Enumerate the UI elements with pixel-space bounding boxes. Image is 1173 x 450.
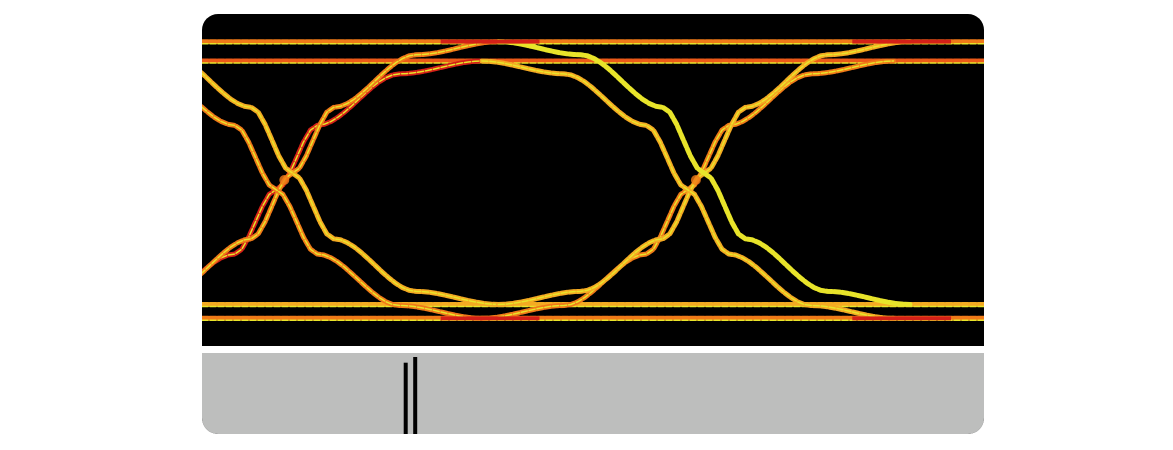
eye-transition-trace xyxy=(202,106,483,320)
panel-separator xyxy=(202,346,984,353)
eye-diagram-display xyxy=(202,14,984,434)
eye-transition-trace xyxy=(202,72,500,306)
eye-transition-trace xyxy=(481,60,895,320)
histogram-bar xyxy=(413,357,418,434)
eye-transition-trace xyxy=(202,39,501,277)
eye-transition-trace xyxy=(497,40,911,306)
eye-transition-trace xyxy=(202,40,500,274)
eye-transition-trace xyxy=(202,60,483,274)
jitter-histogram-panel xyxy=(202,353,984,434)
eye-transition-trace xyxy=(202,69,501,307)
eye-transition-trace xyxy=(202,103,485,321)
histogram-bar xyxy=(403,362,408,434)
eye-crossing-point xyxy=(279,175,290,185)
eye-crossing-point xyxy=(690,175,701,185)
eye-diagram-plot xyxy=(202,39,984,322)
jitter-histogram xyxy=(403,357,418,434)
eye-transition-trace xyxy=(202,58,485,276)
